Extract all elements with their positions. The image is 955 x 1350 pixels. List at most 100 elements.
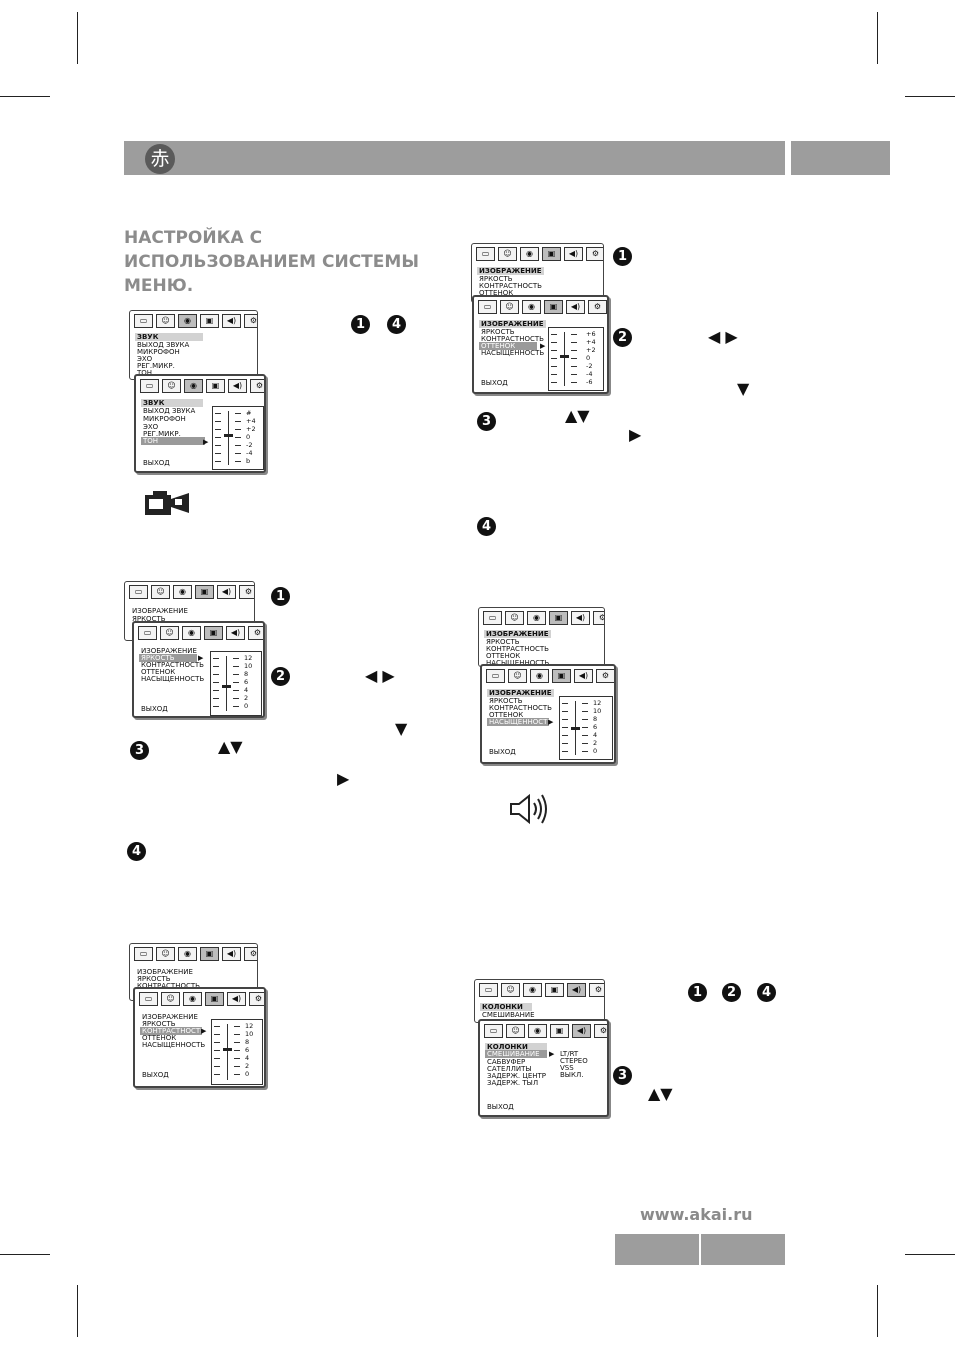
step-2-badge: 2: [722, 983, 741, 1002]
menu-item: НАСЫЩЕННОСТЬ: [142, 1041, 206, 1049]
step-2-badge: 2: [613, 328, 632, 347]
scale-value: 6: [244, 678, 249, 686]
menu-tabs: ▭ ☺ ◉ ▣ ◀) ⚙: [140, 379, 264, 393]
menu-item: ОТТЕНОК: [479, 289, 514, 297]
speaker-round-icon: ◉: [530, 669, 549, 683]
menu-item: ЯРКОСТЬ: [486, 638, 520, 646]
menu-pointer-icon: ▶: [548, 718, 554, 726]
sound-icon: ◀): [228, 379, 247, 393]
menu-exit: ВЫХОД: [481, 379, 508, 387]
tv-icon: ▭: [486, 669, 505, 683]
menu-item: ОТТЕНОК: [141, 668, 176, 676]
option-value: VSS: [560, 1064, 574, 1072]
scale-value: 10: [593, 707, 602, 715]
person-icon: ☺: [500, 300, 519, 314]
menu-sound-back: ▭ ☺ ◉ ▣ ◀) ⚙ ЗВУК ВЫХОД ЗВУКА МИКРОФОН Э…: [129, 310, 258, 380]
menu-item: САТЕЛЛИТЫ: [487, 1065, 532, 1073]
menu-item: КОНТРАСТНОСТЬ: [486, 645, 549, 653]
menu-tabs: ▭ ☺ ◉ ▣ ◀) ⚙: [483, 611, 604, 625]
settings-icon: ⚙: [249, 992, 264, 1006]
tv-icon: ▭: [139, 992, 158, 1006]
menu-sound-front: ▭ ☺ ◉ ▣ ◀) ⚙ ЗВУК ВЫХОД ЗВУКА МИКРОФОН Э…: [134, 374, 266, 473]
menu-item: ВЫХОД ЗВУКА: [137, 341, 190, 349]
scale-value: -2: [246, 441, 253, 449]
menu-item-selected: ТОН: [141, 437, 205, 445]
scale-value: 0: [586, 354, 591, 362]
speaker-round-icon: ◉: [522, 300, 541, 314]
value-scale: +6 +4 +2 0 -2 -4 -6: [548, 327, 604, 391]
menu-speakers-front: ▭ ☺ ◉ ▣ ◀) ⚙ КОЛОНКИ СМЕШИВАНИЕ ▶ САБВУФ…: [478, 1019, 609, 1117]
scale-value: 2: [245, 1062, 250, 1070]
header-page-box: [791, 141, 890, 175]
menu-item: САБВУФЕР: [487, 1058, 526, 1066]
menu-header: ИЗОБРАЖЕНИЕ: [479, 320, 546, 328]
crop-mark: [0, 1254, 50, 1255]
menu-speakers-back: ▭ ☺ ◉ ▣ ◀) ⚙ КОЛОНКИ СМЕШИВАНИЕ: [474, 979, 605, 1023]
sound-icon: ◀): [217, 585, 236, 599]
menu-header: КОЛОНКИ: [485, 1043, 547, 1051]
menu-item-selected: НАСЫЩЕННОСТЬ: [487, 718, 553, 726]
menu-item: ЭХО: [143, 423, 159, 431]
menu-item: ЗАДЕРЖ. ЦЕНТР: [487, 1072, 546, 1080]
speaker-round-icon: ◉: [527, 611, 546, 625]
person-icon: ☺: [156, 947, 175, 961]
crop-mark: [905, 96, 955, 97]
menu-item: ЯРКОСТЬ: [479, 275, 513, 283]
step-3-badge: 3: [130, 741, 149, 760]
menu-header: ИЗОБРАЖЕНИЕ: [484, 630, 551, 638]
speaker-round-icon: ◉: [520, 247, 539, 261]
menu-item-selected: КОНТРАСТНОСТЬ: [140, 1027, 205, 1035]
menu-item: ЭХО: [137, 355, 153, 363]
person-icon: ☺: [508, 669, 527, 683]
scale-knob: [571, 727, 580, 730]
scale-value: -2: [586, 362, 593, 370]
sound-icon: ◀): [572, 1024, 591, 1038]
menu-item: ОТТЕНОК: [142, 1034, 177, 1042]
person-icon: ☺: [162, 379, 181, 393]
menu-tabs: ▭ ☺ ◉ ▣ ◀) ⚙: [484, 1024, 607, 1038]
video-icon: ▣: [549, 611, 568, 625]
speaker-icon: [510, 793, 547, 825]
video-icon: ▣: [200, 947, 219, 961]
menu-tabs: ▭ ☺ ◉ ▣ ◀) ⚙: [479, 983, 604, 997]
speaker-round-icon: ◉: [523, 983, 542, 997]
scale-value: b: [246, 457, 251, 465]
tv-icon: ▭: [484, 1024, 503, 1038]
tv-icon: ▭: [134, 314, 153, 328]
person-icon: ☺: [151, 585, 170, 599]
tv-icon: ▭: [479, 983, 498, 997]
scale-value: +4: [586, 338, 596, 346]
scale-value: 6: [593, 723, 598, 731]
option-value: ВЫКЛ.: [560, 1071, 584, 1079]
menu-item: ОТТЕНОК: [489, 711, 524, 719]
menu-tabs: ▭ ☺ ◉ ▣ ◀) ⚙: [134, 947, 257, 961]
menu-header: КОЛОНКИ: [480, 1003, 532, 1011]
menu-item-selected: ЯРКОСТЬ: [139, 654, 197, 662]
menu-exit: ВЫХОД: [141, 705, 168, 713]
scale-value: 6: [245, 1046, 250, 1054]
settings-icon: ⚙: [589, 983, 604, 997]
scale-value: #: [246, 409, 252, 417]
menu-item-selected: СМЕШИВАНИЕ: [485, 1050, 547, 1058]
value-scale: 12 10 8 6 4 2 0: [559, 696, 613, 760]
brand-logo-icon: 赤: [145, 144, 175, 174]
value-scale: 12 10 8 6 4 2 0: [211, 1019, 263, 1085]
right-arrow-icon: ▶: [629, 425, 642, 444]
scale-value: 0: [593, 747, 598, 755]
header-bar: [124, 141, 785, 175]
menu-hue-front: ▭ ☺ ◉ ▣ ◀) ⚙ ИЗОБРАЖЕНИЕ ЯРКОСТЬ КОНТРАС…: [472, 295, 609, 394]
menu-brightness-front: ▭ ☺ ◉ ▣ ◀) ⚙ ИЗОБРАЖЕНИЕ ЯРКОСТЬ ▶ КОНТР…: [132, 621, 265, 718]
scale-value: 4: [593, 731, 598, 739]
menu-header: ИЗОБРАЖЕНИЕ: [142, 1013, 198, 1021]
settings-icon: ⚙: [239, 585, 254, 599]
video-icon: ▣: [205, 992, 224, 1006]
menu-item: РЕГ.МИКР.: [137, 362, 175, 370]
menu-item: НАСЫЩЕННОСТЬ: [486, 659, 550, 667]
menu-pointer-icon: ▶: [549, 1050, 555, 1058]
tv-icon: ▭: [134, 947, 153, 961]
menu-item: КОНТРАСТНОСТЬ: [481, 335, 544, 343]
menu-item: МИКРОФОН: [143, 415, 186, 423]
menu-contrast-front: ▭ ☺ ◉ ▣ ◀) ⚙ ИЗОБРАЖЕНИЕ ЯРКОСТЬ КОНТРАС…: [133, 987, 266, 1088]
menu-item: НАСЫЩЕННОСТЬ: [141, 675, 205, 683]
speaker-round-icon: ◉: [178, 947, 197, 961]
